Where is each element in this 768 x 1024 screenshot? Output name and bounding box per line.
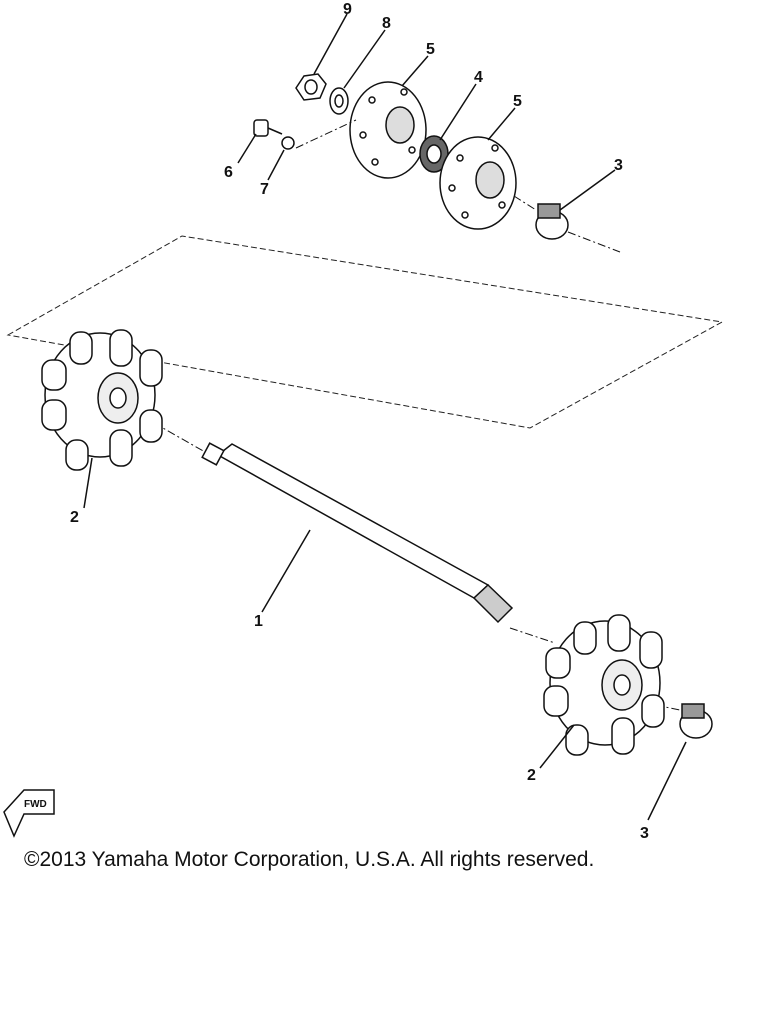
fwd-arrow-label: FWD bbox=[24, 799, 47, 810]
small-washer-part bbox=[281, 136, 295, 150]
callout-2-right: 2 bbox=[527, 767, 536, 784]
nut-part bbox=[295, 73, 327, 101]
callout-6: 6 bbox=[224, 164, 233, 181]
bearing-housing-assembly bbox=[253, 73, 569, 240]
callout-8: 8 bbox=[382, 15, 391, 32]
callout-9: 9 bbox=[343, 1, 352, 18]
clip-upper-part bbox=[535, 203, 569, 240]
bearing-part bbox=[419, 135, 449, 173]
callout-7: 7 bbox=[260, 181, 269, 198]
reference-plane-outline bbox=[6, 235, 724, 429]
sprocket-left-part bbox=[41, 329, 163, 471]
callout-3-upper: 3 bbox=[614, 157, 623, 174]
callout-4: 4 bbox=[474, 69, 483, 86]
callout-5-outer: 5 bbox=[513, 93, 522, 110]
callout-1: 1 bbox=[254, 613, 263, 630]
sprocket-right-part bbox=[543, 614, 665, 756]
shaft-part bbox=[201, 442, 514, 624]
leader-lines bbox=[83, 13, 687, 821]
copyright-notice: ©2013 Yamaha Motor Corporation, U.S.A. A… bbox=[24, 848, 595, 871]
callout-3-lower: 3 bbox=[640, 825, 649, 842]
washer-part bbox=[329, 87, 349, 115]
flange-outer-part bbox=[439, 136, 517, 230]
flange-inner-part bbox=[349, 81, 427, 179]
bolt-part bbox=[253, 119, 283, 137]
clip-lower-part bbox=[679, 703, 713, 739]
callout-2-left: 2 bbox=[70, 509, 79, 526]
fwd-arrow-icon: FWD bbox=[3, 789, 55, 838]
callout-5-inner: 5 bbox=[426, 41, 435, 58]
